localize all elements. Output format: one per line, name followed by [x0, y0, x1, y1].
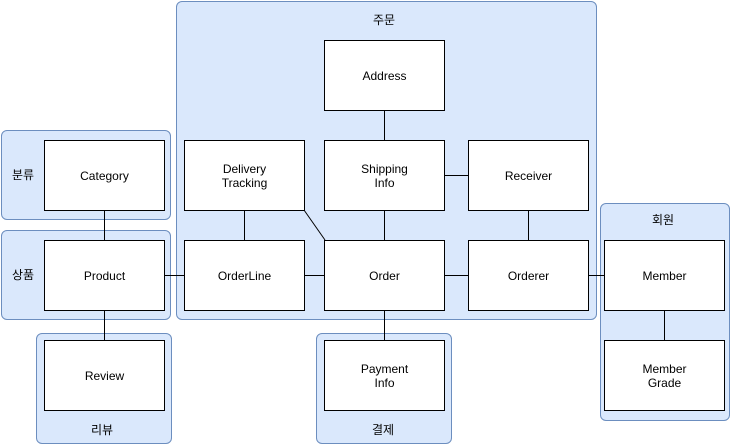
group-label-review: 리뷰	[91, 423, 114, 437]
group-label-payment: 결제	[372, 423, 395, 437]
node-address[interactable]: Address	[324, 40, 445, 111]
node-orderer[interactable]: Orderer	[468, 240, 589, 311]
node-payment-info[interactable]: Payment Info	[324, 340, 445, 411]
node-category[interactable]: Category	[44, 140, 165, 211]
node-delivery-tracking[interactable]: Delivery Tracking	[184, 140, 305, 211]
node-review[interactable]: Review	[44, 340, 165, 411]
group-label-category: 분류	[12, 168, 35, 182]
node-order[interactable]: Order	[324, 240, 445, 311]
node-receiver[interactable]: Receiver	[468, 140, 589, 211]
group-label-member: 회원	[652, 213, 675, 227]
node-product[interactable]: Product	[44, 240, 165, 311]
group-label-product: 상품	[12, 268, 35, 282]
node-member-grade[interactable]: Member Grade	[604, 340, 725, 411]
group-label-order: 주문	[373, 13, 396, 27]
node-member[interactable]: Member	[604, 240, 725, 311]
node-orderline[interactable]: OrderLine	[184, 240, 305, 311]
edge-delivery-order	[303, 209, 326, 241]
node-shipping-info[interactable]: Shipping Info	[324, 140, 445, 211]
